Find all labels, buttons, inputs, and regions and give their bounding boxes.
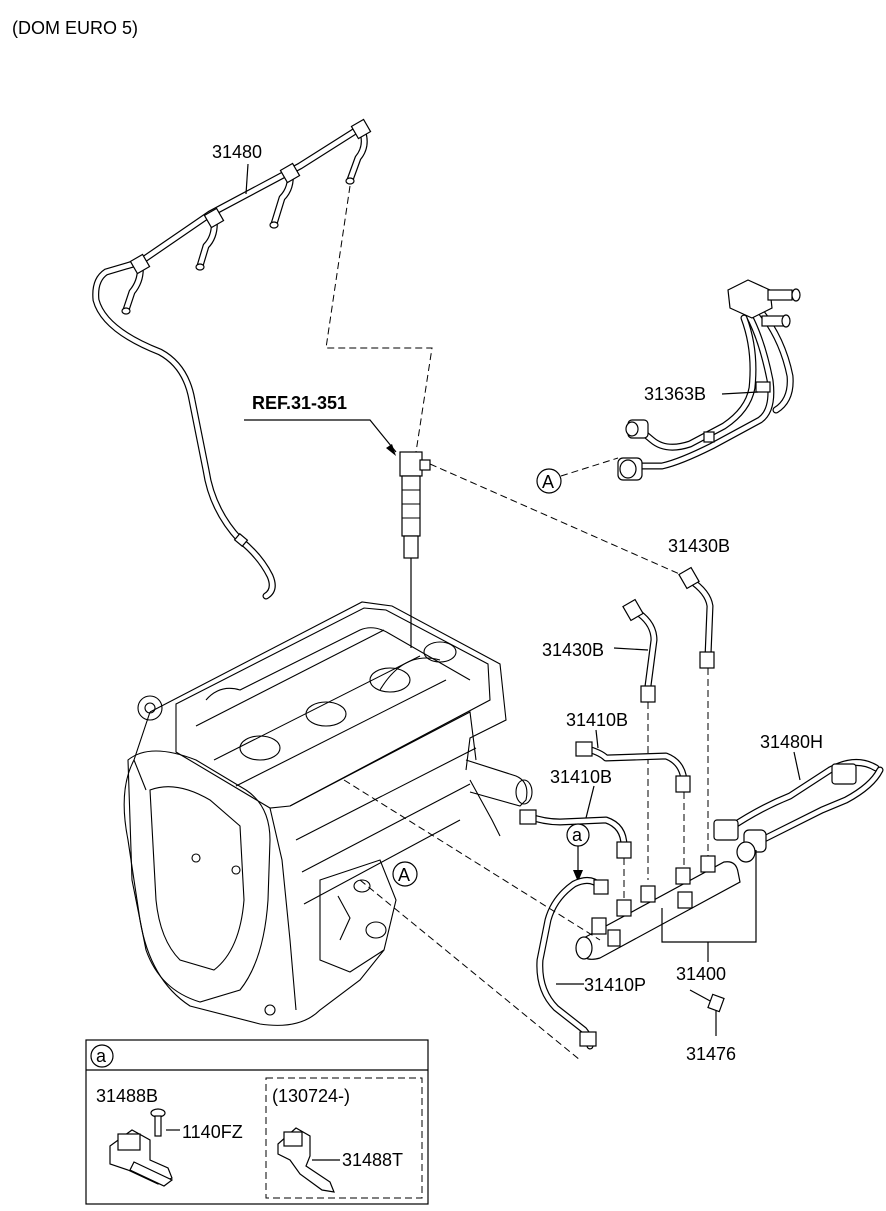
bracket-31488T[interactable] [277, 1127, 335, 1193]
svg-text:a: a [572, 825, 583, 845]
svg-text:a: a [96, 1046, 107, 1066]
label-31363B: 31363B [644, 384, 706, 404]
label-31410P: 31410P [584, 975, 646, 995]
pipe-31430B-upper[interactable] [678, 566, 715, 669]
bolt-1140FZ[interactable] [150, 1108, 166, 1137]
label-31430B-lower: 31430B [542, 640, 604, 660]
pipe-31410B-lower[interactable] [519, 809, 632, 859]
variant-title: (DOM EURO 5) [12, 18, 138, 38]
callout-a-top: A [536, 468, 562, 494]
callout-a-engine: A [392, 861, 418, 887]
bracket-31488B[interactable] [109, 1129, 174, 1187]
fuel-hose-31363B[interactable] [617, 279, 801, 481]
engine-block [123, 601, 533, 1026]
callout-a-pipe: a [566, 823, 590, 847]
injector[interactable] [399, 451, 431, 572]
bolt-31476[interactable] [689, 989, 725, 1013]
label-31430B-upper: 31430B [668, 536, 730, 556]
label-31410B-upper: 31410B [566, 710, 628, 730]
label-31480H: 31480H [760, 732, 823, 752]
return-hose-31480[interactable] [92, 118, 372, 600]
pipe-31430B-lower[interactable] [622, 598, 658, 703]
date-range: (130724-) [272, 1086, 350, 1106]
label-31400: 31400 [676, 964, 726, 984]
svg-text:A: A [542, 472, 554, 492]
common-rail-31400[interactable] [575, 855, 741, 960]
label-1140FZ: 1140FZ [182, 1122, 243, 1142]
label-31410B-lower: 31410B [550, 767, 612, 787]
label-31488T: 31488T [342, 1150, 403, 1170]
pipe-31410P[interactable] [536, 877, 609, 1050]
ref-label[interactable]: REF.31-351 [252, 393, 347, 413]
harness-31480H[interactable] [713, 759, 884, 863]
detail-box-a: a 31488B 1140FZ (130724-) 31488T [85, 1039, 429, 1205]
label-31480: 31480 [212, 142, 262, 162]
pipe-31410B-upper[interactable] [575, 741, 691, 793]
label-31488B: 31488B [96, 1086, 158, 1106]
label-31476: 31476 [686, 1044, 736, 1064]
svg-text:A: A [398, 865, 410, 885]
